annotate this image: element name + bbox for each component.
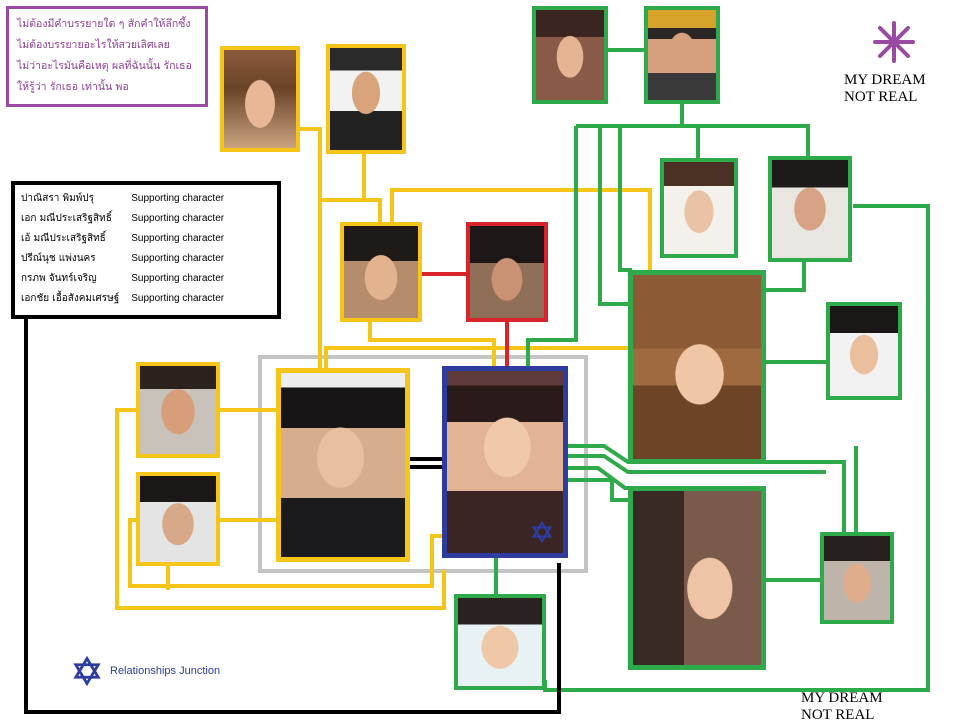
caption-line: MY DREAM	[844, 72, 926, 88]
portrait-main-heroine[interactable]	[442, 366, 568, 558]
asterisk-icon	[873, 21, 915, 63]
cast-row: กรภพ จันทร์เจริญ Supporting character	[21, 268, 224, 288]
face-photo	[140, 476, 216, 562]
cast-name: เอกชัย เอื้อสังคมเศรษฐ์	[21, 292, 120, 304]
cast-row: ปรีณ์นุช แพ่งนคร Supporting character	[21, 248, 224, 268]
poem-line: ไม่ว่าอะไรมันคือเหตุ ผลที่ฉันนั้น รักเธอ	[17, 60, 192, 72]
face-photo	[824, 536, 890, 620]
cast-role: Supporting character	[131, 252, 225, 264]
yellow-lines	[115, 97, 652, 610]
poem-line: ไม่ต้องมีคำบรรยายใด ๆ สักคำให้ลึกซึ้ง	[17, 18, 191, 30]
bottom-right-caption: MY DREAM NOT REAL	[801, 690, 883, 724]
relationships-junction: Relationships Junction	[72, 656, 220, 686]
portrait-green-man-right-1[interactable]	[826, 302, 902, 400]
face-photo	[281, 373, 405, 557]
face-photo	[330, 48, 402, 150]
red-lines	[420, 272, 509, 368]
cast-role: Supporting character	[131, 192, 225, 204]
portrait-green-woman-large-2[interactable]	[628, 486, 766, 670]
face-photo	[830, 306, 898, 396]
cast-role: Supporting character	[131, 212, 225, 224]
face-photo	[140, 366, 216, 454]
portrait-green-woman-top[interactable]	[532, 6, 608, 104]
cast-row: เอกชัย เอื้อสังคมเศรษฐ์ Supporting charac…	[21, 288, 224, 308]
portrait-green-woman-large-1[interactable]	[628, 270, 766, 464]
caption-line: NOT REAL	[801, 707, 875, 723]
face-photo	[447, 371, 563, 553]
portrait-yellow-young-man[interactable]	[340, 222, 422, 322]
face-photo	[648, 10, 716, 100]
main-couple-frame	[258, 355, 588, 573]
star-of-david-icon	[531, 521, 553, 543]
cast-name: ปาณิสรา พิมพ์ปรุ	[21, 192, 95, 204]
portrait-yellow-man-left-2[interactable]	[136, 472, 220, 566]
poem-line: ให้รู้ว่า รักเธอ เท่านั้น พอ	[17, 81, 129, 93]
cast-name: ปรีณ์นุช แพ่งนคร	[21, 252, 96, 264]
face-photo	[633, 275, 761, 459]
face-photo	[664, 162, 734, 254]
poem-line: ไม่ต้องบรรยายอะไรให้สวยเลิศเลย	[17, 39, 170, 51]
portrait-green-young-man[interactable]	[454, 594, 546, 690]
portrait-yellow-man-bowtie[interactable]	[326, 44, 406, 154]
black-lines	[24, 318, 561, 714]
portrait-red-rival[interactable]	[466, 222, 548, 322]
portrait-yellow-man-left-1[interactable]	[136, 362, 220, 458]
cast-role: Supporting character	[131, 272, 225, 284]
cast-role: Supporting character	[131, 292, 225, 304]
caption-line: NOT REAL	[844, 89, 918, 105]
face-photo	[772, 160, 848, 258]
caption-line: MY DREAM	[801, 690, 883, 706]
junction-label: Relationships Junction	[110, 665, 221, 677]
cast-name: กรภพ จันทร์เจริญ	[21, 272, 97, 284]
cast-role: Supporting character	[131, 232, 225, 244]
portrait-green-man-glasses[interactable]	[644, 6, 720, 104]
cast-list: ปาณิสรา พิมพ์ปรุ Supporting character เอก…	[11, 181, 281, 319]
face-photo	[224, 50, 296, 148]
cast-row: ปาณิสรา พิมพ์ปรุ Supporting character	[21, 188, 224, 208]
poem-box: ไม่ต้องมีคำบรรยายใด ๆ สักคำให้ลึกซึ้ง ไม…	[6, 6, 208, 107]
face-photo	[633, 491, 761, 665]
cast-name: เอก มณีประเสริฐสิทธิ์	[21, 212, 112, 224]
portrait-main-hero[interactable]	[276, 368, 410, 562]
cast-row: เอ้ มณีประเสริฐสิทธิ์ Supporting characte…	[21, 228, 224, 248]
cast-row: เอก มณีประเสริฐสิทธิ์ Supporting characte…	[21, 208, 224, 228]
star-of-david-icon	[73, 656, 101, 686]
portrait-green-man-mid[interactable]	[768, 156, 852, 262]
cast-name: เอ้ มณีประเสริฐสิทธิ์	[21, 232, 106, 244]
top-right-caption: MY DREAM NOT REAL	[844, 72, 926, 106]
face-photo	[344, 226, 418, 318]
portrait-green-man-right-2[interactable]	[820, 532, 894, 624]
face-photo	[470, 226, 544, 318]
face-photo	[458, 598, 542, 686]
portrait-yellow-woman-top[interactable]	[220, 46, 300, 152]
face-photo	[536, 10, 604, 100]
portrait-green-woman-mid[interactable]	[660, 158, 738, 258]
